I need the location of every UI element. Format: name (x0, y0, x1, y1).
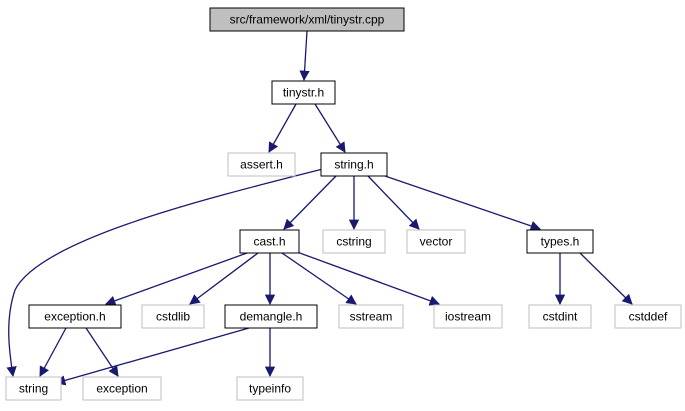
node-label: string.h (334, 158, 373, 172)
edge-types-h-to-cstddef (579, 252, 633, 305)
edge-string-h-to-cast-h (283, 175, 337, 230)
edge-cast-h-to-iostream (296, 251, 440, 306)
edge-cast-h-to-sstream (281, 252, 357, 305)
edge-exception-h-to-exception (85, 327, 119, 377)
node-label: cstdint (543, 310, 578, 324)
node-box (320, 152, 388, 177)
node-box (338, 304, 404, 329)
node-box (528, 304, 592, 329)
node-box (271, 80, 336, 105)
node-label: src/framework/xml/tinystr.cpp (230, 13, 385, 27)
node-box (141, 304, 205, 329)
node-cast-h[interactable]: cast.h (239, 229, 300, 254)
node-label: sstream (350, 310, 393, 324)
edge-tinystr-h-to-assert-h (268, 103, 297, 153)
node-label: vector (420, 235, 453, 249)
edge-exception-h-to-string (39, 327, 67, 377)
node-label: tinystr.h (283, 86, 324, 100)
node-string-h[interactable]: string.h (320, 152, 388, 177)
node-cstdlib: cstdlib (141, 304, 205, 329)
node-box (239, 229, 300, 254)
node-label: exception (96, 382, 147, 396)
edge-cast-h-to-exception-h (105, 252, 248, 306)
edge-string-h-to-types-h (384, 175, 541, 231)
node-box (224, 304, 318, 329)
edge-tinystr-h-to-string-h (314, 103, 346, 153)
node-label: iostream (445, 310, 491, 324)
node-box (209, 7, 405, 32)
node-box (227, 152, 296, 177)
node-cstdint: cstdint (528, 304, 592, 329)
node-box (82, 376, 162, 401)
nodes-layer: src/framework/xml/tinystr.cpp tinystr.h as… (5, 7, 682, 401)
edge-string-h-to-vector (367, 175, 420, 230)
node-label: cstring (336, 235, 371, 249)
node-label: types.h (541, 235, 580, 249)
node-exception-h[interactable]: exception.h (28, 304, 122, 329)
node-label: cstdlib (156, 310, 190, 324)
node-label: string (19, 382, 48, 396)
node-tinystr-h[interactable]: tinystr.h (271, 80, 336, 105)
edge-string-h-to-string (6, 168, 324, 378)
node-typeinfo: typeinfo (236, 376, 304, 401)
node-iostream: iostream (433, 304, 503, 329)
node-box (433, 304, 503, 329)
edges-layer (6, 30, 633, 386)
edge-demangle-h-to-string (54, 327, 250, 386)
node-box (28, 304, 122, 329)
node-string: string (5, 376, 62, 401)
node-exception: exception (82, 376, 162, 401)
node-types-h[interactable]: types.h (526, 229, 594, 254)
node-box (406, 229, 466, 254)
edge-root-to-tinystr-h (299, 30, 310, 82)
node-demangle-h[interactable]: demangle.h (224, 304, 318, 329)
node-box (5, 376, 62, 401)
node-box (322, 229, 386, 254)
node-cstring: cstring (322, 229, 386, 254)
node-box (236, 376, 304, 401)
edge-cast-h-to-cstdlib (189, 252, 259, 305)
node-label: cast.h (253, 235, 285, 249)
node-box (614, 304, 682, 329)
node-assert-h: assert.h (227, 152, 296, 177)
node-cstddef: cstddef (614, 304, 682, 329)
node-vector: vector (406, 229, 466, 254)
node-box (526, 229, 594, 254)
node-sstream: sstream (338, 304, 404, 329)
node-label: typeinfo (249, 382, 291, 396)
node-label: demangle.h (240, 310, 303, 324)
node-root[interactable]: src/framework/xml/tinystr.cpp (209, 7, 405, 32)
node-label: exception.h (44, 310, 105, 324)
node-label: assert.h (240, 158, 283, 172)
node-label: cstddef (629, 310, 668, 324)
